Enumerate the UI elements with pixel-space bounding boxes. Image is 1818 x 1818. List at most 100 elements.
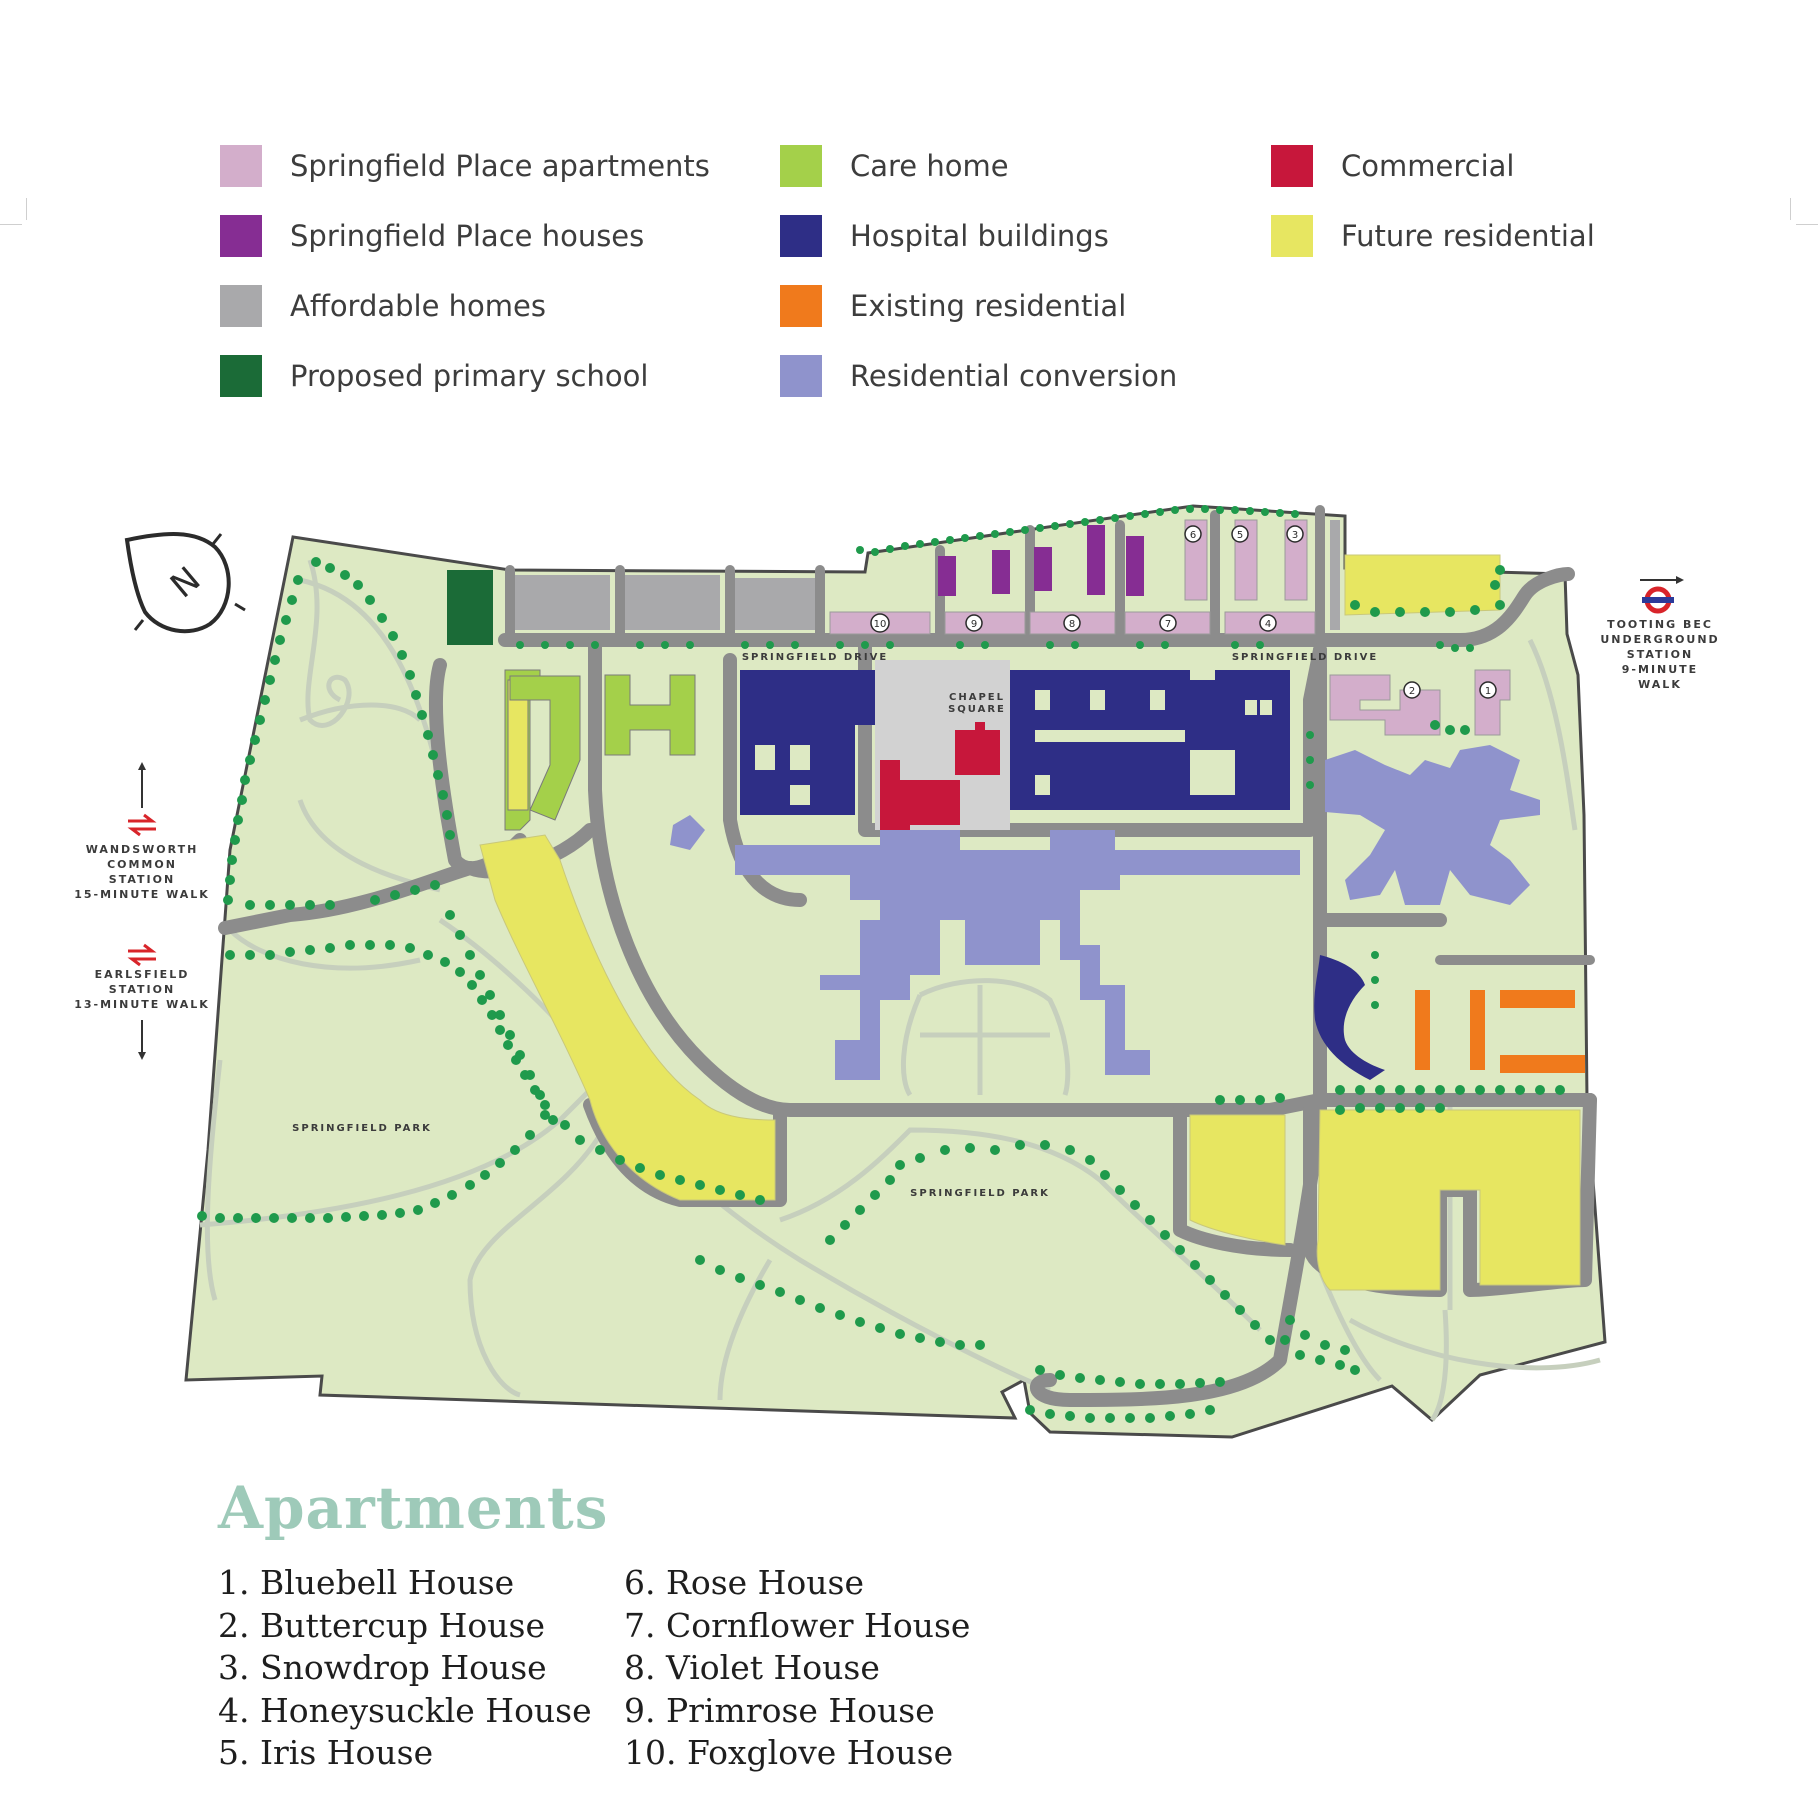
svg-text:5: 5 [1237,530,1243,541]
road-label: SPRINGFIELD DRIVE [742,652,888,663]
station-wandsworth-common: WANDSWORTH COMMON STATION 15-MINUTE WALK [72,842,212,902]
apartments-heading: Apartments [218,1474,609,1542]
list-item: 4. Honeysuckle House [218,1690,592,1730]
hospital-courtyards [755,690,1272,805]
list-item: 5. Iris House [218,1733,434,1772]
svg-text:6: 6 [1190,530,1196,541]
svg-text:4: 4 [1265,619,1271,630]
svg-text:10: 10 [874,619,887,630]
svg-text:8: 8 [1069,619,1075,630]
legend-item-care-home: Care home [780,145,1009,187]
station-line: STATION [108,983,176,996]
station-line: EARLSFIELD [94,968,190,981]
legend-label: Springfield Place houses [290,219,645,253]
marker-8: 8 [1063,614,1081,632]
legend-label: Residential conversion [850,359,1178,393]
legend-item-future: Future residential [1271,215,1595,257]
building-markers: 1 2 3 4 5 6 7 8 9 10 [870,525,1497,699]
marker-7: 7 [1159,614,1177,632]
national-rail-icon [127,813,157,837]
legend-swatch [780,285,822,327]
legend: Springfield Place apartments Springfield… [0,0,1818,420]
marker-4: 4 [1259,614,1277,632]
station-earlsfield: EARLSFIELD STATION 13-MINUTE WALK [72,967,212,1012]
legend-swatch [1271,215,1313,257]
chapel-square-label: SQUARE [948,704,1006,715]
existing-residential [1415,990,1585,1073]
marker-6: 6 [1184,525,1202,543]
crop-mark [0,224,22,225]
compass-tick [234,602,246,612]
legend-label: Proposed primary school [290,359,649,393]
legend-item-existing: Existing residential [780,285,1126,327]
legend-label: Affordable homes [290,289,547,323]
trees [197,505,1565,1423]
legend-swatch [780,355,822,397]
park-label: SPRINGFIELD PARK [910,1188,1050,1199]
tube-roundel-icon [1642,586,1674,614]
legend-item-commercial: Commercial [1271,145,1514,187]
station-line: 13-MINUTE WALK [74,998,210,1011]
legend-swatch [780,215,822,257]
legend-label: Existing residential [850,289,1127,323]
legend-item-affordable: Affordable homes [220,285,546,327]
marker-1: 1 [1479,681,1497,699]
crop-mark [26,198,27,220]
legend-swatch [1271,145,1313,187]
legend-swatch [220,215,262,257]
compass: N [124,532,246,634]
arrow-east-head [1676,576,1684,584]
legend-swatch [220,145,262,187]
legend-item-school: Proposed primary school [220,355,648,397]
arrow-south-head [138,1052,146,1060]
legend-label: Care home [850,149,1009,183]
legend-label: Future residential [1341,219,1595,253]
list-item: 8. Violet House [624,1648,880,1687]
legend-swatch [220,285,262,327]
svg-text:1: 1 [1485,686,1491,697]
legend-swatch [780,145,822,187]
svg-text:3: 3 [1292,530,1298,541]
affordable-homes [515,520,1340,630]
legend-label: Hospital buildings [850,219,1109,253]
marker-10: 10 [870,613,890,633]
legend-item-apartments: Springfield Place apartments [220,145,710,187]
station-line: TOOTING BEC [1607,618,1713,631]
station-line: COMMON STATION [107,858,177,886]
compass-tick [133,619,145,631]
station-line: 9-MINUTE WALK [1621,663,1699,691]
legend-label: Springfield Place apartments [290,149,710,183]
compass-icon [124,532,231,634]
crop-mark [1796,224,1818,225]
list-item: 7. Cornflower House [624,1605,971,1645]
list-item: 10. Foxglove House [624,1733,954,1772]
legend-item-conversion: Residential conversion [780,355,1177,397]
svg-text:9: 9 [971,619,977,630]
park-label: SPRINGFIELD PARK [292,1123,432,1134]
apartments-list-column-1: 1. Bluebell House 2. Buttercup House 3. … [218,1562,592,1775]
legend-item-hospital: Hospital buildings [780,215,1109,257]
chapel-square-label: CHAPEL [949,692,1005,703]
station-line: STATION [1626,648,1694,661]
station-line: UNDERGROUND [1600,633,1720,646]
hospital-buildings [740,670,1385,1080]
legend-swatch [220,355,262,397]
residential-conversion [670,745,1540,1080]
map-labels: SPRINGFIELD DRIVE SPRINGFIELD DRIVE CHAP… [292,652,1376,1199]
legend-label: Commercial [1341,149,1515,183]
compass-tick [211,533,223,545]
marker-9: 9 [965,614,983,632]
station-tooting-bec: TOOTING BEC UNDERGROUND STATION 9-MINUTE… [1600,617,1720,692]
future-residential [479,554,1581,1291]
arrow-north-head [138,762,146,770]
list-item: 6. Rose House [624,1563,865,1602]
station-line: WANDSWORTH [85,843,199,856]
list-item: 2. Buttercup House [218,1605,546,1645]
national-rail-icon [127,943,157,967]
marker-5: 5 [1231,525,1249,543]
list-item: 1. Bluebell House [218,1563,515,1602]
svg-text:2: 2 [1409,686,1415,697]
springfield-houses [938,525,1144,596]
marker-2: 2 [1403,681,1421,699]
